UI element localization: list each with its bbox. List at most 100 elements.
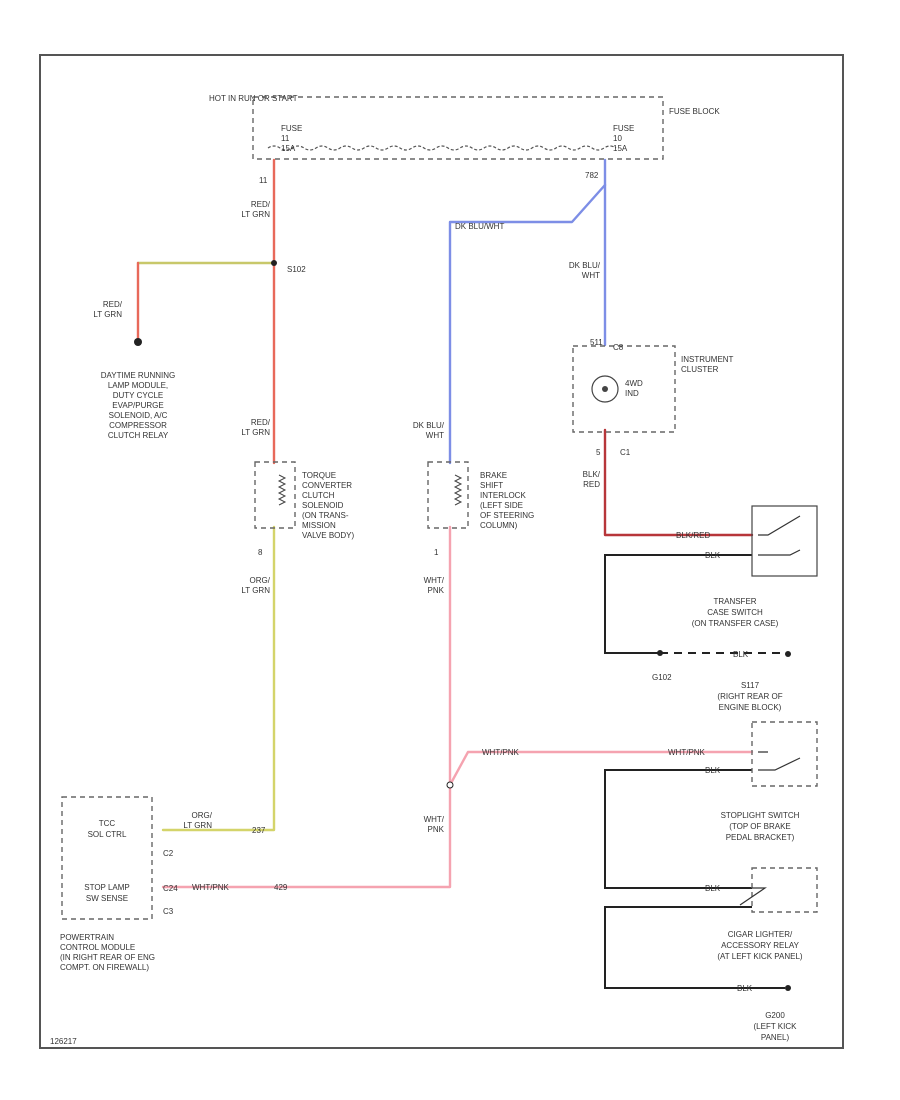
circuit-782: 782 [585, 171, 599, 180]
wire-label-blk-red-line: RED [583, 480, 600, 489]
bsi-coil-icon [453, 474, 463, 506]
wire-label-red-ltgrn-3: RED/LT GRN [241, 418, 270, 437]
wire-num-429: 429 [274, 883, 288, 892]
wire-org-ltgrn [161, 525, 276, 832]
cluster-c8: C8 [613, 343, 624, 352]
wire-label-blk-red-line: BLK/ [583, 470, 601, 479]
s117-label-line: S117 [741, 681, 760, 690]
fuse-11-label-line: 11 [281, 134, 290, 143]
diagram-frame [39, 54, 844, 1049]
tcc-coil-icon [277, 474, 287, 506]
g200-label-line: PANEL) [761, 1033, 790, 1042]
g102-dot [657, 650, 663, 656]
wire-blk-transfer [604, 554, 752, 654]
instrument-cluster-label-line: INSTRUMENT [681, 355, 734, 364]
cluster-4wd-ind-line: IND [625, 389, 639, 398]
wire-num-237: 237 [252, 826, 266, 835]
ground-transfer-dot [785, 651, 791, 657]
drl-label-line: DAYTIME RUNNING [101, 371, 176, 380]
stoplight-switch-box [751, 721, 818, 787]
transfer-case-switch-box [751, 505, 818, 577]
circuit-11: 11 [259, 176, 268, 185]
hot-label: HOT IN RUN OR START [209, 94, 298, 103]
pcm-label-line: COMPT. ON FIREWALL) [60, 963, 149, 972]
wire-label-blk-1: BLK [705, 551, 721, 560]
pcm-c2: C2 [163, 849, 174, 858]
bsi-label-line: INTERLOCK [480, 491, 526, 500]
indicator-lamp-icon [591, 375, 619, 403]
g200-label-line: G200 [765, 1011, 785, 1020]
fuse-block-box [252, 96, 664, 160]
cluster-c1: C1 [620, 448, 631, 457]
drl-label-line: SOLENOID, A/C [109, 411, 168, 420]
fuse-block-label: FUSE BLOCK [669, 107, 720, 116]
transfer-switch-icon [758, 515, 801, 556]
tcc-solenoid-box [254, 461, 296, 529]
fuse-10-label-line: 15A [613, 144, 628, 153]
drl-label-line: DUTY CYCLE [113, 391, 164, 400]
wire-label-blk-3: BLK [705, 766, 721, 775]
pcm-label-line: CONTROL MODULE [60, 943, 135, 952]
stoplight-switch-label-line: STOPLIGHT SWITCH [721, 811, 800, 820]
wire-dkblu-bsi [448, 183, 607, 465]
wire-label-blk-5: BLK [737, 984, 753, 993]
stoplight-switch-label-line: PEDAL BRACKET) [726, 833, 795, 842]
diagram-id: 126217 [50, 1037, 77, 1046]
drl-label-line: LAMP MODULE, [108, 381, 168, 390]
s117-label-line: ENGINE BLOCK) [719, 703, 782, 712]
splice-s102-dot [271, 260, 277, 266]
wire-label-dkblu-top: DK BLU/WHT [455, 222, 504, 231]
fuse-bus [267, 145, 617, 151]
tcc-label-line: MISSION [302, 521, 336, 530]
bsi-label-line: OF STEERING [480, 511, 534, 520]
tcc-label-line: CLUTCH [302, 491, 335, 500]
cigar-relay-label-line: CIGAR LIGHTER/ [728, 930, 793, 939]
transfer-case-label-line: TRANSFER [713, 597, 756, 606]
wire-wht-pnk-stoplight [448, 750, 754, 787]
pcm-label-line: (IN RIGHT REAR OF ENG [60, 953, 155, 962]
wire-label-wht-pnk-low: WHT/PNK [424, 815, 445, 834]
bsi-label-line: SHIFT [480, 481, 503, 490]
pcm-tcc-sol-ctrl-line: SOL CTRL [88, 830, 127, 839]
bsi-label-line: BRAKE [480, 471, 507, 480]
wire-label-red-ltgrn-2: RED/LT GRN [93, 300, 122, 319]
wire-label-wht-pnk-pcm: WHT/PNK [192, 883, 230, 892]
wire-wht-pnk-pcm [161, 525, 452, 889]
fuse-11-label-line: FUSE [281, 124, 302, 133]
circuit-1: 1 [434, 548, 439, 557]
cigar-relay-label-line: (AT LEFT KICK PANEL) [717, 952, 803, 961]
wire-blk-red [603, 428, 754, 537]
stoplight-switch-icon [758, 751, 801, 771]
circuit-8: 8 [258, 548, 263, 557]
wire-label-blk-red: BLK/RED [583, 470, 601, 489]
drl-label-line: COMPRESSOR [109, 421, 167, 430]
pcm-stop-lamp-sense-line: STOP LAMP [84, 883, 130, 892]
bsi-label-line: (LEFT SIDE [480, 501, 523, 510]
wire-num-511: 511 [590, 338, 603, 347]
cluster-pin: 5 [596, 448, 601, 457]
wire-label-wht-pnk-mid-line: PNK [428, 586, 445, 595]
wire-label-blk-2: BLK [733, 650, 749, 659]
wire-label-dkblu-right-line: WHT [582, 271, 600, 280]
wire-blk-cigar [604, 906, 785, 989]
wire-label-wht-pnk-mid-line: WHT/ [424, 576, 445, 585]
cigar-relay-switch-icon [739, 887, 767, 906]
drl-label-line: EVAP/PURGE [112, 401, 163, 410]
transfer-case-label-line: (ON TRANSFER CASE) [692, 619, 779, 628]
cigar-relay-label-line: ACCESSORY RELAY [721, 941, 799, 950]
wire-label-dkblu-right-line: DK BLU/ [569, 261, 601, 270]
wire-label-wht-pnk-h2: WHT/PNK [668, 748, 706, 757]
fuse-10-label-line: 10 [613, 134, 622, 143]
cigar-relay-label: CIGAR LIGHTER/ACCESSORY RELAY (AT LEFT KI… [717, 930, 803, 961]
pcm-c24: C24 [163, 884, 178, 893]
